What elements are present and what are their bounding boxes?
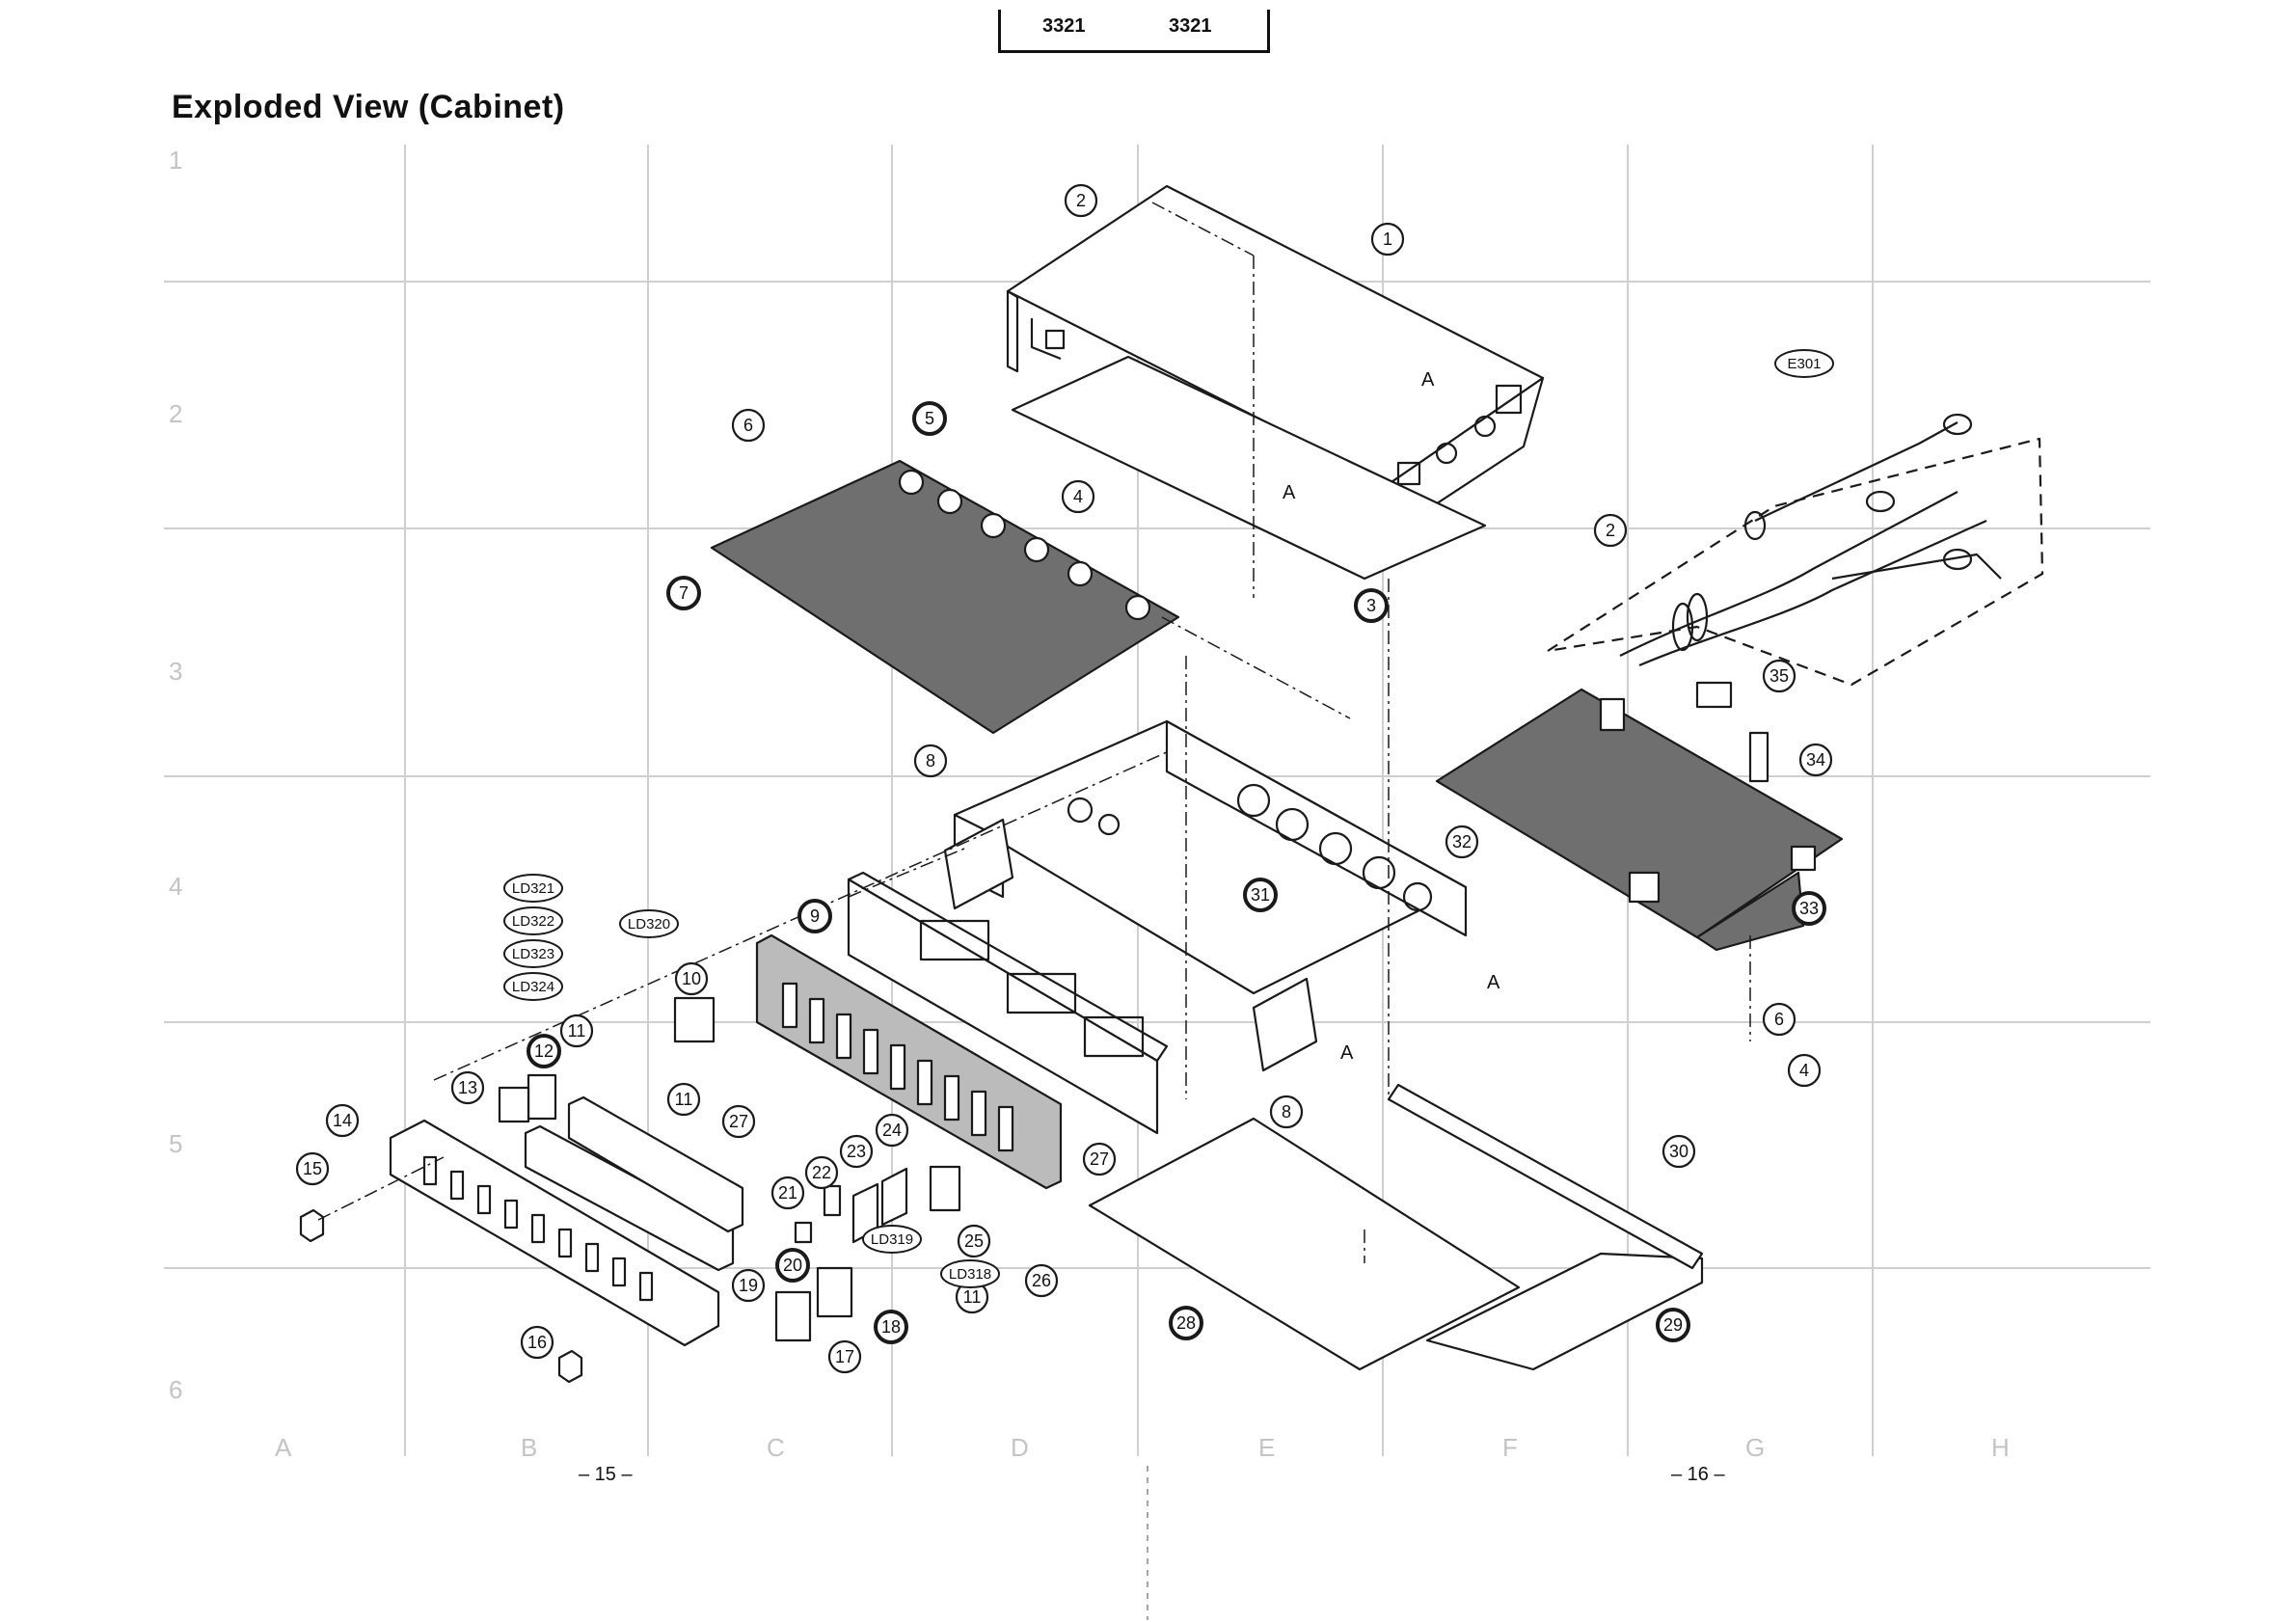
svg-text:6: 6 [1774,1010,1784,1029]
side-bracket-part [1254,979,1316,1070]
svg-text:9: 9 [810,906,820,926]
svg-text:19: 19 [739,1276,758,1295]
svg-text:A: A [1487,972,1500,993]
svg-text:13: 13 [458,1078,477,1097]
svg-text:8: 8 [926,751,935,770]
svg-text:LD320: LD320 [628,916,670,933]
svg-text:LD322: LD322 [512,913,554,930]
grid-col-label: D [1011,1433,1029,1462]
button-part [776,1292,810,1340]
svg-text:2: 2 [1606,521,1615,540]
svg-text:11: 11 [675,1090,693,1109]
svg-text:1: 1 [1383,230,1392,249]
connector-part [675,998,714,1041]
svg-text:29: 29 [1663,1315,1683,1335]
svg-text:A: A [1421,369,1435,391]
grid-col-label: G [1745,1433,1765,1462]
svg-text:35: 35 [1769,666,1789,686]
knob-part [301,1210,323,1241]
grid-col-label: E [1258,1433,1275,1462]
grid-col-label: F [1502,1433,1518,1462]
svg-text:27: 27 [729,1112,748,1131]
svg-text:25: 25 [964,1231,984,1251]
svg-text:15: 15 [303,1159,322,1178]
grid-row-label: 1 [169,146,182,175]
svg-text:31: 31 [1251,885,1270,905]
svg-text:28: 28 [1176,1313,1196,1333]
svg-text:3: 3 [1366,596,1376,615]
svg-text:4: 4 [1073,487,1083,506]
svg-text:5: 5 [925,409,934,428]
svg-text:E301: E301 [1787,356,1821,372]
svg-text:27: 27 [1090,1149,1109,1169]
svg-text:14: 14 [333,1111,352,1130]
small-button-part [528,1075,555,1119]
bracket-part [931,1167,959,1210]
svg-text:32: 32 [1452,832,1472,852]
svg-text:10: 10 [682,969,701,988]
svg-text:LD319: LD319 [871,1231,913,1248]
svg-text:LD321: LD321 [512,880,554,897]
svg-text:11: 11 [568,1021,586,1041]
svg-text:23: 23 [847,1142,866,1161]
svg-text:22: 22 [812,1163,831,1182]
svg-text:26: 26 [1032,1271,1051,1290]
button-part [824,1186,840,1215]
svg-text:34: 34 [1806,750,1825,770]
svg-text:7: 7 [679,583,689,603]
button-part [818,1268,851,1316]
svg-text:24: 24 [882,1121,902,1140]
svg-text:20: 20 [783,1256,802,1275]
grid-col-label: C [767,1433,785,1462]
grid-row-label: 5 [169,1129,182,1158]
grid-row-label: 2 [169,399,182,428]
small-button-part [500,1088,528,1122]
grid-row-label: 4 [169,872,182,901]
svg-text:A: A [1340,1042,1354,1064]
svg-text:A: A [1283,482,1296,503]
sub-pcb-part [1437,683,1842,950]
svg-text:LD318: LD318 [949,1266,991,1283]
svg-text:33: 33 [1799,899,1819,918]
svg-text:21: 21 [778,1183,797,1203]
svg-text:4: 4 [1799,1061,1809,1080]
svg-text:6: 6 [743,416,753,435]
svg-text:8: 8 [1282,1102,1291,1122]
svg-text:30: 30 [1669,1142,1688,1161]
svg-text:18: 18 [881,1317,901,1337]
grid-row-label: 6 [169,1375,182,1404]
grid-row-label: 3 [169,657,182,686]
button-part [796,1223,811,1242]
svg-text:17: 17 [835,1347,854,1366]
wire-harness-part [1548,415,2042,685]
svg-text:12: 12 [534,1041,554,1061]
knob-part [559,1351,581,1382]
grid-col-label: H [1991,1433,2010,1462]
svg-text:11: 11 [963,1287,982,1307]
svg-text:2: 2 [1076,191,1086,210]
svg-text:LD323: LD323 [512,946,554,962]
grid-col-label: A [275,1433,292,1462]
svg-text:LD324: LD324 [512,979,554,995]
main-pcb-part [712,461,1178,733]
svg-text:16: 16 [527,1333,547,1352]
grid-col-label: B [521,1433,537,1462]
bracket-part [882,1169,906,1225]
